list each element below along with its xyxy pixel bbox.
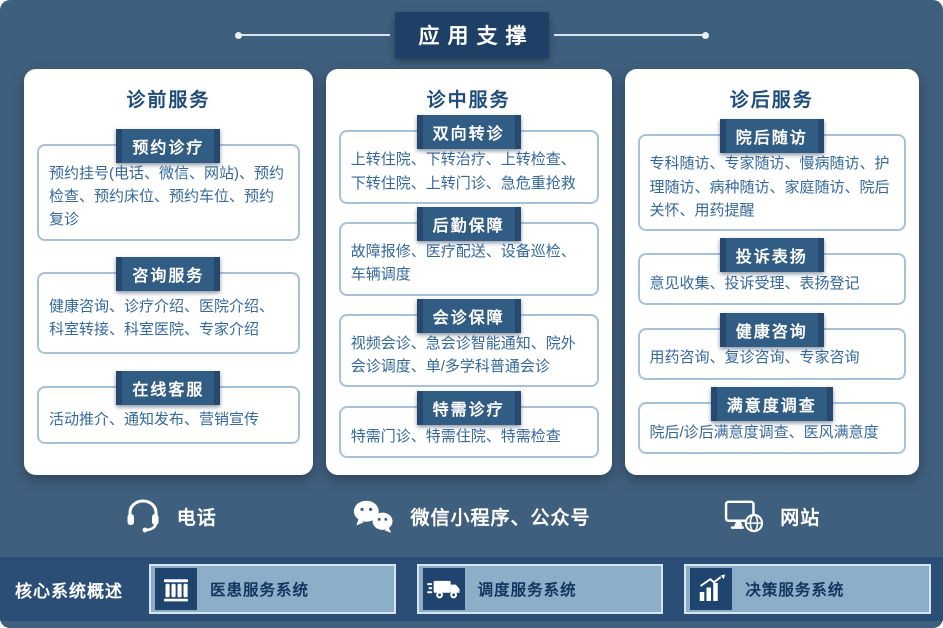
channel-website: 网站 <box>626 499 919 533</box>
channel-wechat: 微信小程序、公众号 <box>317 498 625 534</box>
system-decision-service: 决策服务系统 <box>684 564 932 614</box>
section-badge: 投诉表扬 <box>719 238 824 273</box>
section-two-way-referral: 双向转诊 上转住院、下转治疗、上转检查、下转住院、上转门诊、急危重抢救 <box>338 115 599 204</box>
column-sections: 预约诊疗 预约挂号(电话、微信、网站)、预约检查、预约床位、预约车位、预约复诊 … <box>37 112 300 461</box>
website-icon <box>725 500 764 533</box>
core-systems-bar: 核心系统概述 医患服务系统 <box>0 557 943 621</box>
column-title: 诊后服务 <box>729 90 814 111</box>
page-title: 应用支撑 <box>394 12 549 58</box>
service-columns: 诊前服务 预约诊疗 预约挂号(电话、微信、网站)、预约检查、预约床位、预约车位、… <box>24 69 919 475</box>
channel-label: 微信小程序、公众号 <box>410 507 591 529</box>
section-health-consulting: 健康咨询 用药咨询、复诊咨询、专家咨询 <box>637 312 906 380</box>
section-online-customer-service: 在线客服 活动推介、通知发布、营销宣传 <box>37 371 300 445</box>
column-sections: 双向转诊 上转住院、下转治疗、上转检查、下转住院、上转门诊、急危重抢救 后勤保障… <box>338 112 599 461</box>
left-line-dot <box>234 31 242 39</box>
section-badge: 双向转诊 <box>416 115 521 150</box>
section-badge: 在线客服 <box>116 371 221 406</box>
section-post-hospital-followup: 院后随访 专科随访、专家随访、慢病随访、护理随访、病种随访、家庭随访、院后关怀、… <box>637 119 906 231</box>
system-label: 调度服务系统 <box>477 582 577 599</box>
right-divider-line <box>553 31 709 39</box>
system-label: 医患服务系统 <box>210 582 310 599</box>
bar-chart-icon <box>690 568 733 610</box>
section-consultation-support: 会诊保障 视频会诊、急会诊智能通知、院外会诊调度、单/多学科普通会诊 <box>338 298 599 388</box>
footer-title: 核心系统概述 <box>15 581 123 601</box>
section-body: 故障报修、医疗配送、设备巡检、车辆调度 <box>338 222 599 296</box>
system-dispatch-service: 调度服务系统 <box>416 564 664 614</box>
column-pre-visit-services: 诊前服务 预约诊疗 预约挂号(电话、微信、网站)、预约检查、预约床位、预约车位、… <box>24 69 313 475</box>
access-channels: 电话 微信小程序、公众号 <box>24 475 919 557</box>
header: 应用支撑 <box>0 12 943 58</box>
section-body: 专科随访、专家随访、慢病随访、护理随访、病种随访、家庭随访、院后关怀、用药提醒 <box>637 134 906 231</box>
section-badge: 预约诊疗 <box>116 128 221 163</box>
channel-label: 网站 <box>780 507 821 529</box>
delivery-truck-icon <box>422 568 465 610</box>
section-badge: 咨询服务 <box>116 257 221 292</box>
section-badge: 健康咨询 <box>719 312 824 347</box>
section-body: 意见收集、投诉受理、表扬登记 <box>637 253 906 306</box>
column-in-visit-services: 诊中服务 双向转诊 上转住院、下转治疗、上转检查、下转住院、上转门诊、急危重抢救… <box>325 69 612 475</box>
system-label: 决策服务系统 <box>745 582 845 599</box>
column-sections: 院后随访 专科随访、专家随访、慢病随访、护理随访、病种随访、家庭随访、院后关怀、… <box>637 112 906 461</box>
section-complaints-praise: 投诉表扬 意见收集、投诉受理、表扬登记 <box>637 238 906 306</box>
section-body: 用药咨询、复诊咨询、专家咨询 <box>637 327 906 380</box>
column-title: 诊中服务 <box>426 90 511 111</box>
systems-list: 医患服务系统 <box>149 564 932 614</box>
section-badge: 院后随访 <box>719 119 824 154</box>
section-badge: 后勤保障 <box>416 207 521 242</box>
column-post-visit-services: 诊后服务 院后随访 专科随访、专家随访、慢病随访、护理随访、病种随访、家庭随访、… <box>624 69 919 475</box>
right-line-dot <box>701 31 709 39</box>
column-title: 诊前服务 <box>126 90 211 111</box>
left-divider-line <box>234 31 390 39</box>
section-logistics-support: 后勤保障 故障报修、医疗配送、设备巡检、车辆调度 <box>338 207 599 296</box>
section-badge: 满意度调查 <box>710 386 833 421</box>
section-appointment-treatment: 预约诊疗 预约挂号(电话、微信、网站)、预约检查、预约床位、预约车位、预约复诊 <box>37 128 300 241</box>
headset-icon <box>127 499 159 533</box>
channel-label: 电话 <box>176 507 217 529</box>
section-satisfaction-survey: 满意度调查 院后/诊后满意度调查、医风满意度 <box>637 386 906 454</box>
section-badge: 特需诊疗 <box>416 390 521 425</box>
section-special-needs-treatment: 特需诊疗 特需门诊、特需住院、特需检查 <box>338 390 599 458</box>
channel-phone: 电话 <box>24 499 317 533</box>
wechat-icon <box>354 500 394 533</box>
system-doctor-patient-service: 医患服务系统 <box>149 564 396 614</box>
section-badge: 会诊保障 <box>416 298 521 333</box>
section-consulting-service: 咨询服务 健康咨询、诊疗介绍、医院介绍、科室转接、科室医院、专家介绍 <box>37 257 300 355</box>
hospital-building-icon <box>155 568 197 610</box>
